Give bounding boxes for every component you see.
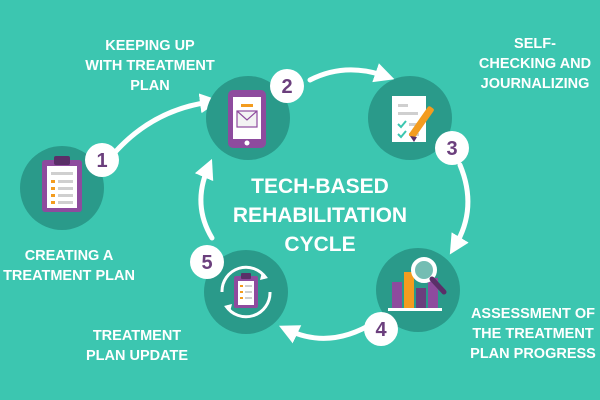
diagram-title: TECH-BASED REHABILITATION CYCLE — [220, 172, 420, 259]
step-2-node — [206, 76, 290, 160]
tablet-mail-icon — [228, 90, 266, 148]
arrow-5-to-2 — [194, 158, 215, 241]
step-5-badge: 5 — [190, 245, 224, 279]
step-2-label-line-2: WITH TREATMENT — [85, 58, 215, 74]
step-4-label-line-2: THE TREATMENT — [472, 326, 594, 342]
step-5-label-line-1: TREATMENT — [92, 328, 182, 344]
clipboard-icon — [42, 156, 82, 212]
step-4-badge: 4 — [364, 312, 398, 346]
step-1-label: CREATING A TREATMENT PLAN — [0, 246, 144, 286]
step-4-label: ASSESSMENT OF THE TREATMENT PLAN PROGRES… — [466, 304, 600, 364]
step-2-label-line-1: KEEPING UP — [105, 38, 195, 54]
step-1-number: 1 — [96, 150, 107, 172]
arrow-1-to-2 — [107, 93, 220, 161]
step-5-label-line-2: PLAN UPDATE — [85, 348, 189, 364]
title-line-3: CYCLE — [284, 233, 356, 256]
step-5-node — [204, 250, 288, 334]
step-3-label: SELF- CHECKING AND JOURNALIZING — [470, 34, 600, 94]
title-line-1: TECH-BASED — [251, 175, 389, 198]
arrow-4-to-5 — [278, 319, 378, 344]
step-1-badge: 1 — [85, 143, 119, 177]
step-4-number: 4 — [375, 319, 387, 341]
title-line-2: REHABILITATION — [232, 204, 408, 227]
step-2-label: KEEPING UP WITH TREATMENT PLAN — [70, 36, 230, 96]
checklist-pen-icon — [392, 96, 434, 142]
step-3-label-line-3: JOURNALIZING — [480, 76, 590, 92]
step-4-label-line-1: ASSESSMENT OF — [470, 306, 596, 322]
step-4-node — [376, 248, 460, 332]
step-3-node — [368, 76, 452, 160]
step-2-badge: 2 — [270, 69, 304, 103]
arrow-3-to-4 — [449, 162, 471, 255]
step-2-label-line-3: PLAN — [130, 78, 170, 94]
step-3-badge: 3 — [435, 131, 469, 165]
clipboard-refresh-icon — [220, 265, 272, 319]
step-3-label-line-2: CHECKING AND — [478, 56, 592, 72]
step-1-label-line-2: TREATMENT PLAN — [3, 268, 135, 284]
step-1-label-line-1: CREATING A — [24, 248, 114, 264]
step-5-number: 5 — [201, 252, 212, 274]
step-1-node — [20, 146, 104, 230]
bar-chart-magnifier-icon — [388, 257, 447, 311]
step-2-number: 2 — [281, 76, 292, 98]
step-3-label-line-1: SELF- — [514, 36, 556, 52]
step-4-label-line-3: PLAN PROGRESS — [470, 346, 596, 362]
arrow-2-to-3 — [307, 63, 395, 83]
step-5-label: TREATMENT PLAN UPDATE — [72, 326, 202, 366]
step-3-number: 3 — [446, 138, 457, 160]
